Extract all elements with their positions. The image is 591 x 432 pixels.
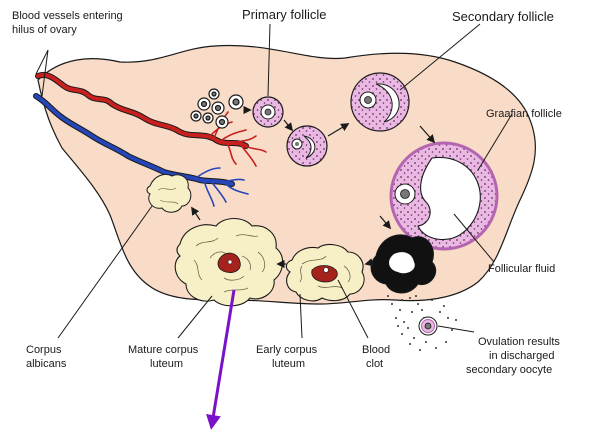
annotation-arrow [212, 290, 234, 424]
early-corpus-luteum [286, 245, 364, 301]
early-secondary-follicle [287, 126, 327, 166]
label-corpus-albicans-line1: Corpus [26, 344, 62, 356]
label-ovulation-line2: in discharged [489, 350, 554, 362]
graafian-follicle [391, 143, 497, 249]
label-primary-follicle: Primary follicle [242, 7, 327, 22]
label-blood-vessels-line1: Blood vessels entering [12, 10, 123, 22]
label-ovulation-line1: Ovulation results [478, 336, 560, 348]
label-corpus-albicans-line2: albicans [26, 358, 67, 370]
label-early-cl-line2: luteum [272, 358, 305, 370]
discharged-oocyte [419, 317, 437, 335]
label-follicular-fluid: Follicular fluid [488, 263, 555, 275]
primary-follicle [253, 97, 283, 127]
label-blood-vessels-line2: hilus of ovary [12, 24, 77, 36]
label-mature-cl-line1: Mature corpus [128, 344, 199, 356]
label-graafian-follicle: Graafian follicle [486, 108, 562, 120]
label-blood-clot-line2: clot [366, 358, 383, 370]
label-early-cl-line1: Early corpus [256, 344, 318, 356]
label-secondary-follicle: Secondary follicle [452, 9, 554, 24]
label-mature-cl-line2: luteum [150, 358, 183, 370]
label-blood-clot-line1: Blood [362, 344, 390, 356]
secondary-follicle [351, 73, 409, 131]
label-ovulation-line3: secondary oocyte [466, 364, 552, 376]
mature-corpus-luteum [175, 219, 282, 306]
